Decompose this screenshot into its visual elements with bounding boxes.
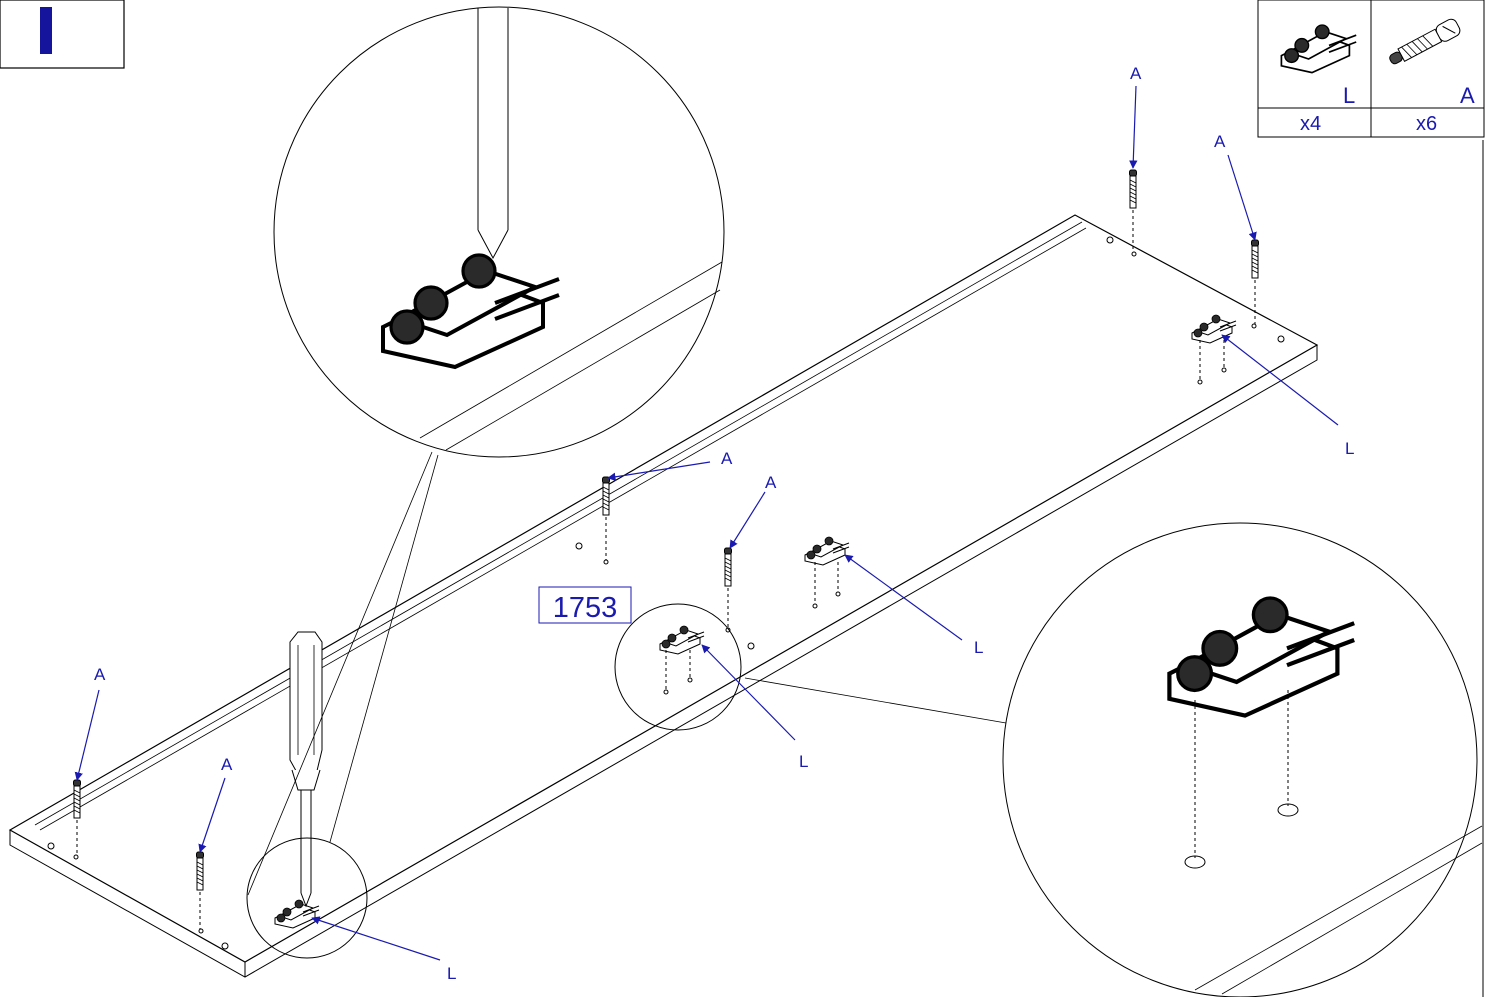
parts-table: L A x4 x6 xyxy=(1257,0,1485,138)
parts-qty-l: x4 xyxy=(1300,113,1321,135)
callout-l-4: L xyxy=(447,964,456,983)
callout-a-2: A xyxy=(1214,132,1226,151)
callout-a-5: A xyxy=(94,665,106,684)
callout-leaders xyxy=(74,85,1339,961)
callout-a-1: A xyxy=(1130,64,1142,83)
callout-l-1: L xyxy=(1345,439,1354,458)
hinge-plate-2 xyxy=(804,536,850,609)
zoom-source-circle-2 xyxy=(614,603,742,731)
parts-letter-l: L xyxy=(1343,83,1355,108)
screwdriver-icon xyxy=(289,631,323,908)
detail-circle-top xyxy=(273,6,725,458)
step-badge xyxy=(0,0,125,69)
hinge-plate-1 xyxy=(1191,314,1237,385)
zoom-source-circle-1 xyxy=(246,837,368,959)
parts-qty-a: x6 xyxy=(1416,113,1437,135)
detail-circle-bottom xyxy=(1002,522,1483,997)
cam-dowel-6 xyxy=(196,851,204,929)
panel-board xyxy=(8,214,1319,978)
callout-l-2: L xyxy=(974,638,983,657)
cam-dowel-icon xyxy=(1389,18,1461,65)
hinge-plate-3 xyxy=(659,625,705,695)
callout-a-4: A xyxy=(765,473,777,492)
svg-text:1753: 1753 xyxy=(553,592,618,624)
cam-dowel-1 xyxy=(1129,169,1137,252)
callout-a-6: A xyxy=(221,755,233,774)
cam-dowel-3 xyxy=(602,476,610,565)
cam-dowel-2 xyxy=(1251,239,1259,324)
callout-a-3: A xyxy=(721,449,733,468)
parts-letter-a: A xyxy=(1460,83,1475,108)
callout-l-3: L xyxy=(799,752,808,771)
dimension-label: 1753 xyxy=(538,586,632,624)
